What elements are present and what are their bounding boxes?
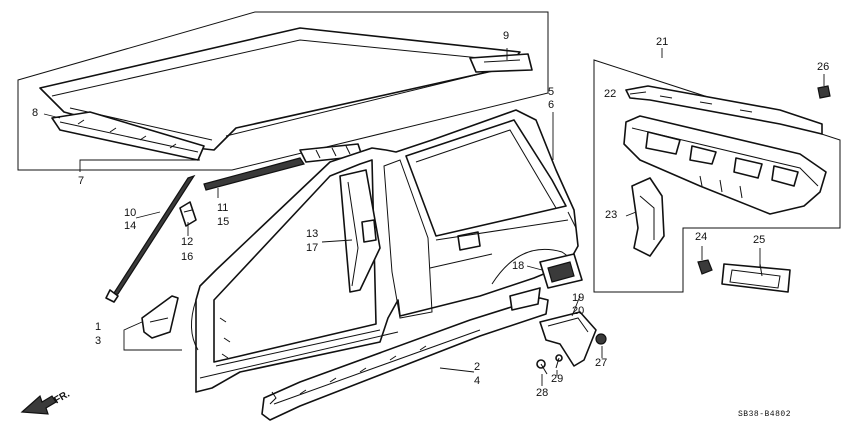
rear-panel-bracket (631, 177, 665, 257)
callout-28: 28 (536, 387, 549, 399)
callout-20: 20 (572, 305, 585, 317)
callout-15: 15 (217, 216, 230, 228)
callout-8: 8 (32, 107, 39, 119)
rear-panel (623, 115, 827, 215)
callout-29: 29 (551, 373, 564, 385)
leader-lines (43, 48, 825, 386)
callout-4: 4 (474, 375, 481, 387)
callout-21: 21 (656, 36, 669, 48)
rear-nut (697, 259, 713, 275)
rear-clip (817, 85, 831, 99)
callout-23: 23 (605, 209, 618, 221)
callout-16: 16 (181, 251, 194, 263)
callout-13: 13 (306, 228, 319, 240)
roof-group-frame (17, 11, 549, 171)
callout-7: 7 (78, 175, 85, 187)
callout-17: 17 (306, 242, 319, 254)
callout-26: 26 (817, 61, 830, 73)
fastener-28 (536, 359, 548, 375)
callout-10: 10 (124, 207, 137, 219)
center-pillar-inner (339, 169, 381, 293)
front-pillar-stiffener (141, 295, 179, 339)
callout-5: 5 (548, 86, 555, 98)
callout-25: 25 (753, 234, 766, 246)
fuel-filler-pocket (539, 253, 583, 289)
side-sill-panel (261, 287, 549, 421)
callout-3: 3 (95, 335, 102, 347)
callout-14: 14 (124, 220, 137, 232)
outer-side-panel (191, 109, 579, 393)
callout-2: 2 (474, 361, 481, 373)
front-roof-rail (51, 111, 205, 161)
rear-panel-group-frame (593, 59, 841, 293)
rear-wheelhouse-shield (539, 311, 597, 367)
front-direction-arrow (20, 394, 57, 415)
callout-18: 18 (512, 260, 525, 272)
callout-9: 9 (503, 30, 510, 42)
callout-19: 19 (572, 292, 585, 304)
rear-trim-plate (721, 263, 791, 293)
callout-22: 22 (604, 88, 617, 100)
fastener-27 (595, 333, 607, 345)
roof-drip-molding (105, 174, 196, 303)
callout-12: 12 (181, 236, 194, 248)
fastener-29 (555, 354, 563, 369)
callout-27: 27 (595, 357, 608, 369)
callout-11: 11 (217, 202, 229, 214)
callout-6: 6 (548, 99, 555, 111)
drawing-code: SB38-B4802 (738, 410, 792, 419)
roof-bracket (179, 201, 197, 227)
callout-24: 24 (695, 231, 708, 243)
callout-1: 1 (95, 321, 102, 333)
rear-roof-rail (625, 85, 823, 135)
